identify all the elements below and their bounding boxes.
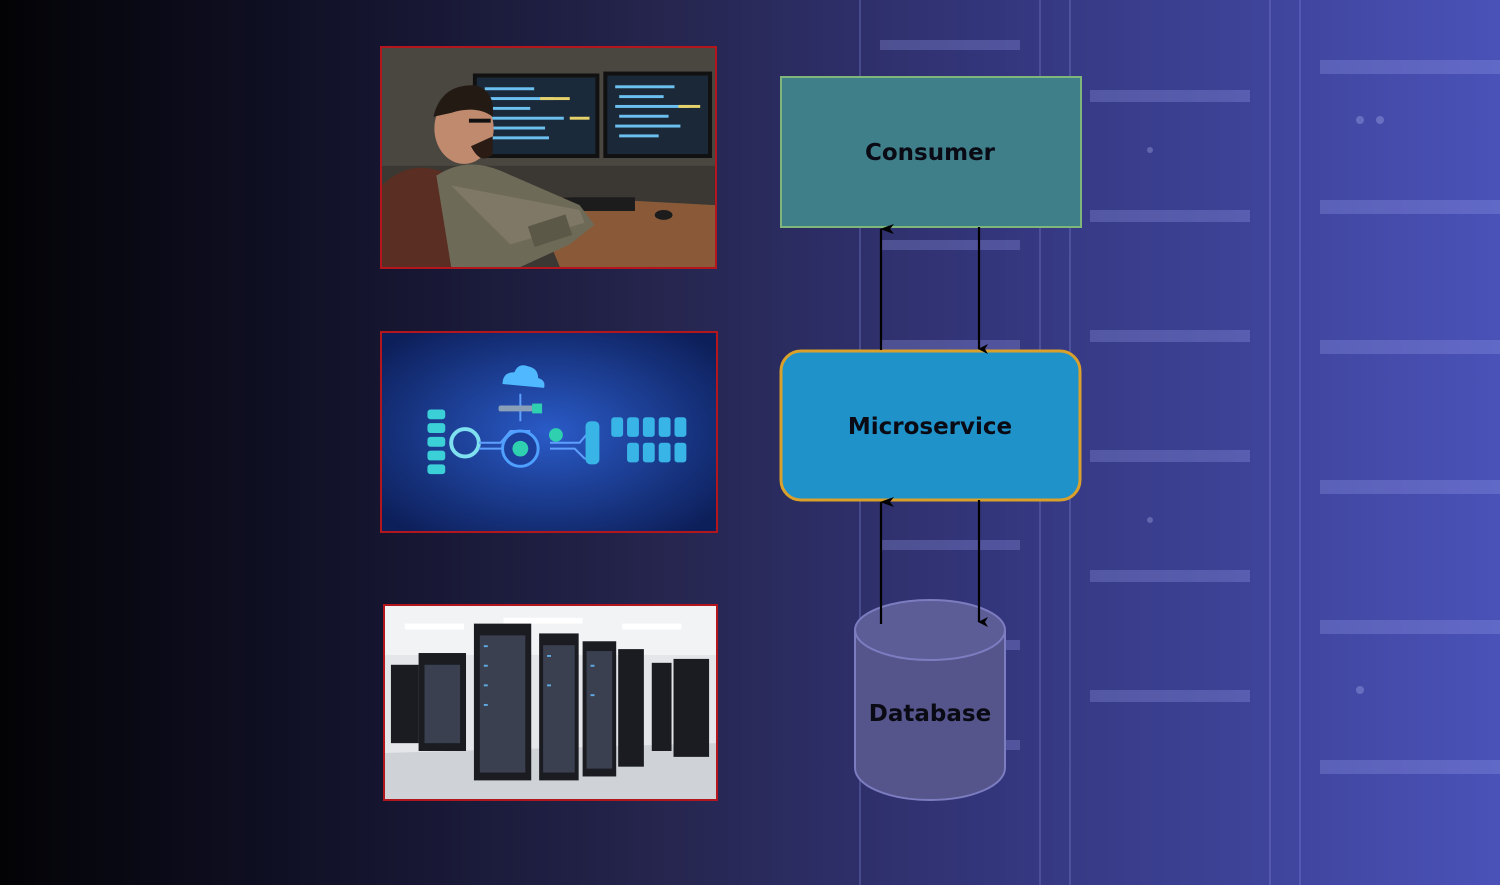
database-cylinder-top [854, 599, 1006, 661]
database-node: Database [854, 599, 1006, 801]
microservice-box [779, 349, 1082, 502]
microservice-label: Microservice [848, 414, 1012, 440]
microservice-node: Microservice [779, 349, 1082, 502]
consumer-box [780, 76, 1082, 228]
consumer-label: Consumer [865, 140, 996, 166]
developer-at-monitors-photo [380, 46, 717, 269]
database-cylinder [854, 630, 1006, 801]
data-center-server-racks-photo [383, 604, 718, 801]
microservice-network-illustration [380, 331, 718, 533]
consumer-node: Consumer [780, 76, 1082, 228]
database-label: Database [869, 701, 991, 727]
